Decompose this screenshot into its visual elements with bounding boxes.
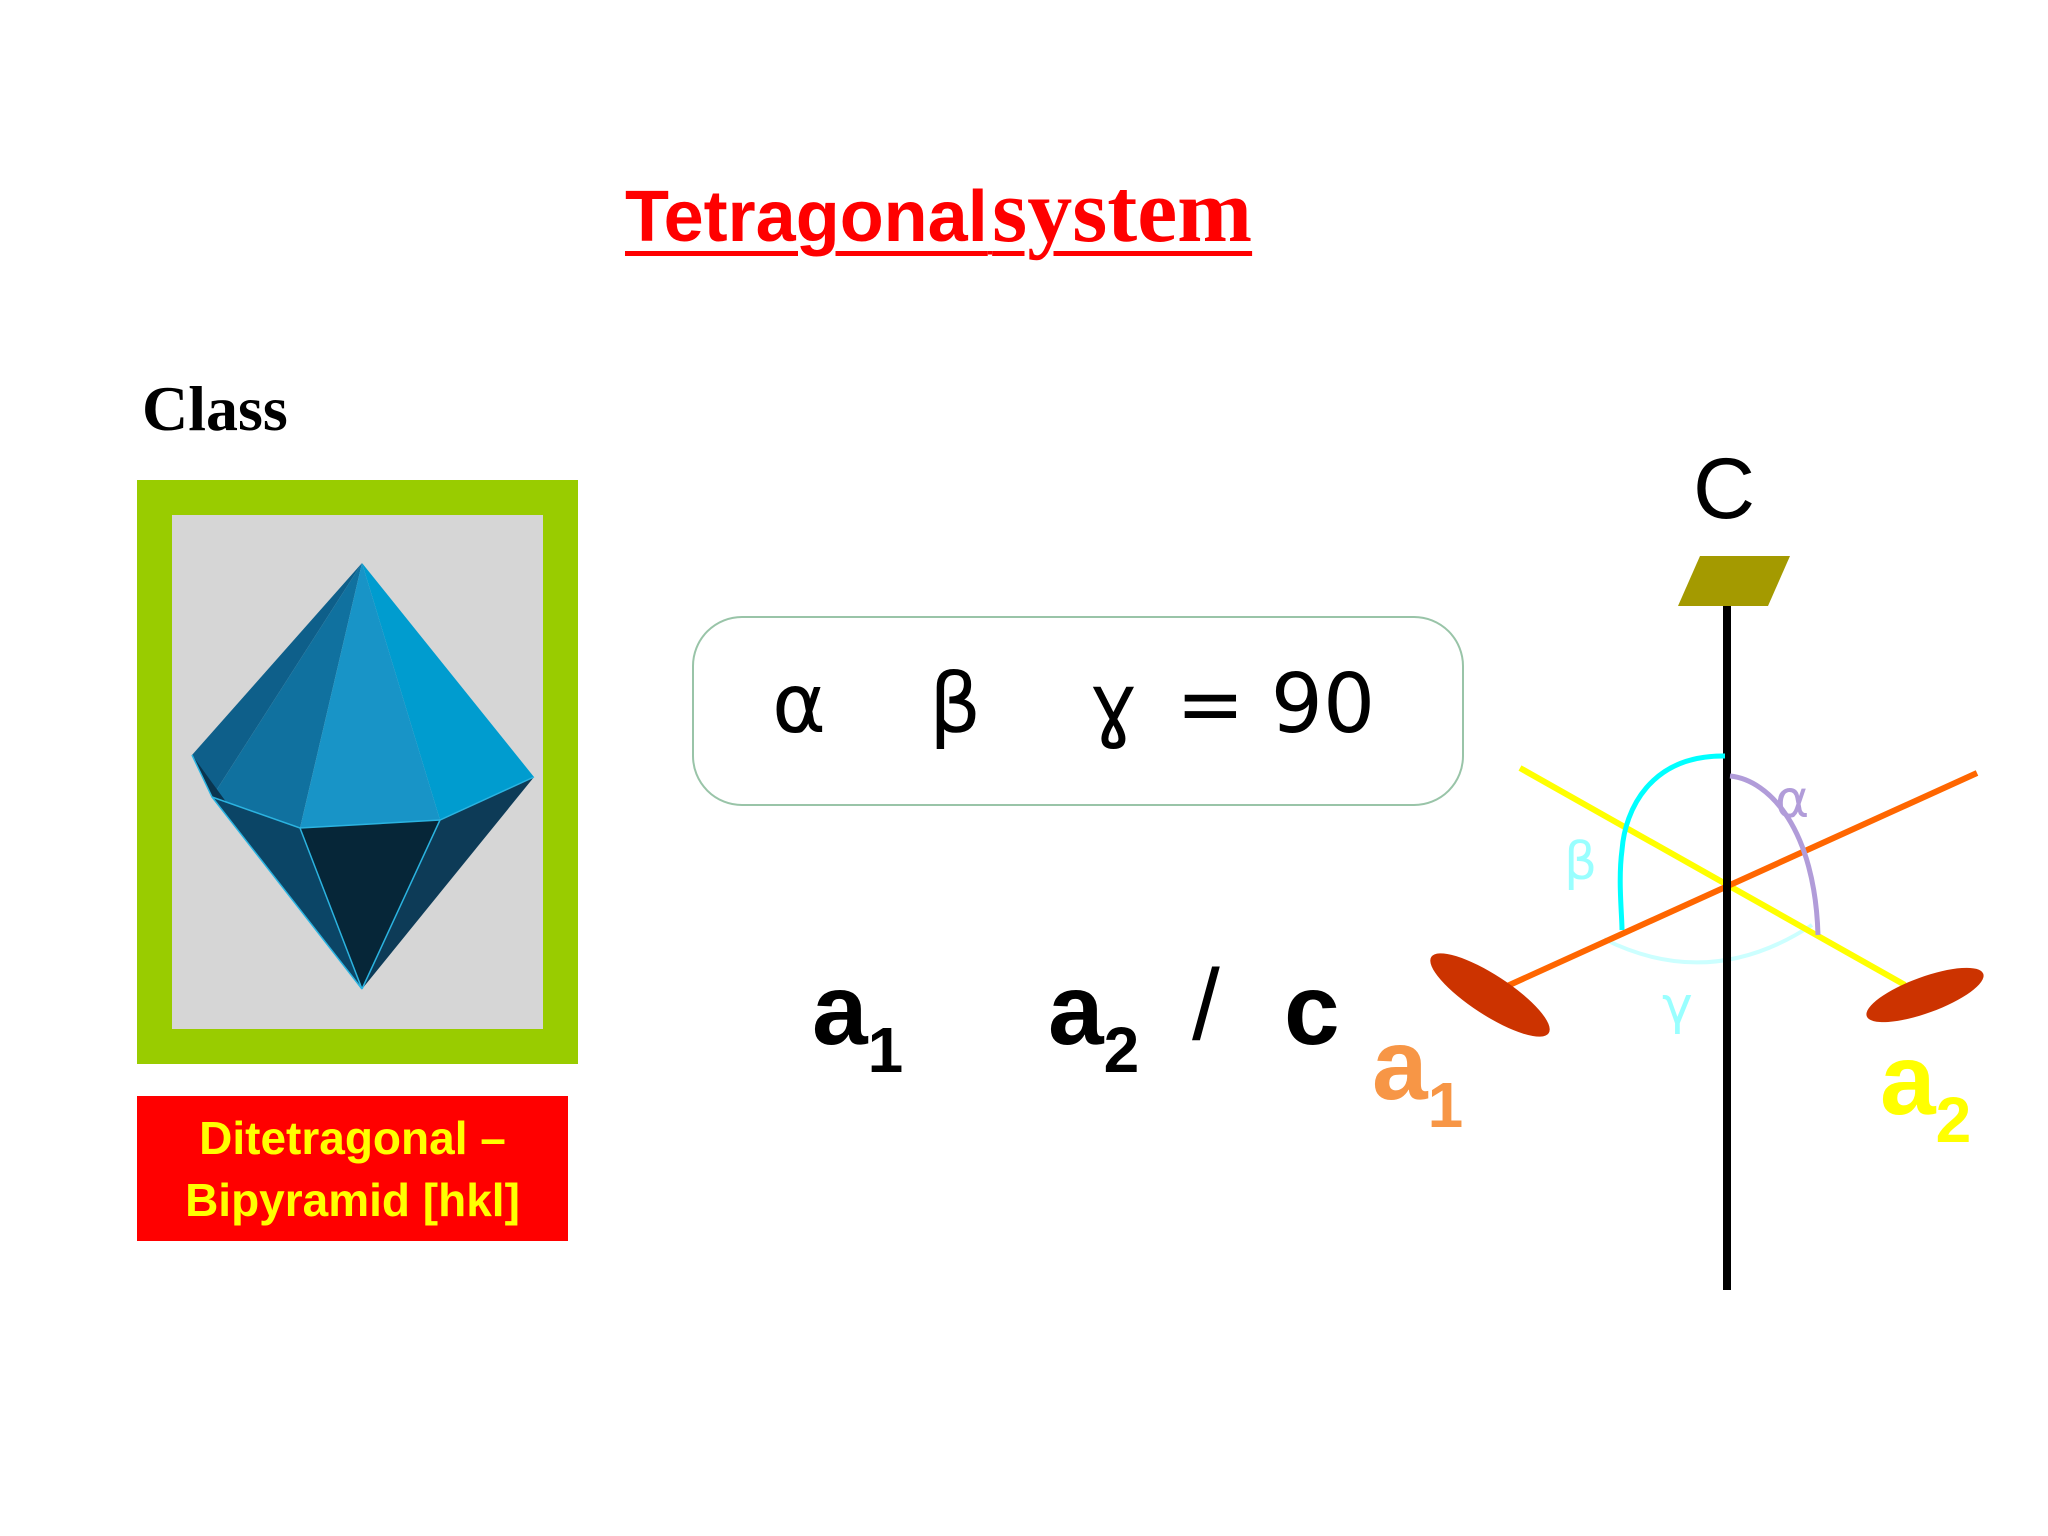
crystal-face-upper-front xyxy=(300,563,440,828)
beta-arc xyxy=(1617,753,1726,931)
c-axis-end-plate xyxy=(1678,556,1790,606)
title-word-system: system xyxy=(992,162,1253,261)
c-axis-label: C xyxy=(1693,441,1756,537)
gamma-arc xyxy=(1603,923,1814,965)
a2-axis-end-disc xyxy=(1866,967,1984,1023)
axes-relation-a2-sub: 2 xyxy=(1103,1014,1140,1086)
crystal-face-lower-right xyxy=(362,777,534,989)
a2-axis-label-sub: 2 xyxy=(1935,1084,1972,1156)
title-word-tetragonal: Tetragonal xyxy=(625,177,988,257)
angle-equals-value: = 90 xyxy=(1176,657,1376,752)
crystal-face-upper-left xyxy=(192,563,362,797)
axes-relation-c: c xyxy=(1284,954,1340,1066)
a1-axis-label: a1 xyxy=(1372,1015,1463,1137)
crystal-edges xyxy=(191,754,535,990)
beta-angle-label: β xyxy=(1564,832,1598,892)
angle-alpha: α xyxy=(772,657,827,752)
axes-relation-a1-sub: 1 xyxy=(867,1014,904,1086)
crystal-face-upper-mid-left xyxy=(212,563,362,828)
a2-axis-label: a2 xyxy=(1880,1030,1971,1152)
axes-relation-a2: a2 xyxy=(1048,960,1139,1082)
a1-axis-label-sub: 1 xyxy=(1427,1069,1464,1141)
angle-beta: β xyxy=(929,657,982,752)
a1-axis xyxy=(1503,770,1979,990)
crystal-face-lower-front xyxy=(300,820,440,989)
crystal-image-frame xyxy=(137,480,578,1064)
alpha-angle-label: α xyxy=(1775,770,1810,830)
a2-axis xyxy=(1518,765,1907,988)
a1-axis-label-letter: a xyxy=(1372,1009,1428,1121)
crystal-image-background xyxy=(172,515,543,1029)
angles-box: α β ɣ = 90 xyxy=(692,616,1464,806)
axes-relation-a2-letter: a xyxy=(1048,954,1104,1066)
a1-axis-end-disc xyxy=(1430,953,1550,1037)
crystal-face-upper-right xyxy=(362,563,534,820)
form-name-box: Ditetragonal – Bipyramid [hkl] xyxy=(137,1096,568,1241)
alpha-arc xyxy=(1729,773,1821,936)
page-title: Tetragonal system xyxy=(625,160,1252,263)
axes-relation-slash: / xyxy=(1192,949,1220,1061)
form-name-line2: Bipyramid [hkl] xyxy=(185,1173,520,1226)
form-name-line1: Ditetragonal – xyxy=(199,1111,506,1164)
ditetragonal-bipyramid-icon xyxy=(191,563,535,990)
axes-relation-a1: a1 xyxy=(812,960,903,1082)
axes-relation-a1-letter: a xyxy=(812,954,868,1066)
gamma-angle-label: γ xyxy=(1662,976,1693,1036)
class-label: Class xyxy=(142,373,288,444)
angle-gamma: ɣ xyxy=(1089,657,1138,752)
a2-axis-label-letter: a xyxy=(1880,1024,1936,1136)
